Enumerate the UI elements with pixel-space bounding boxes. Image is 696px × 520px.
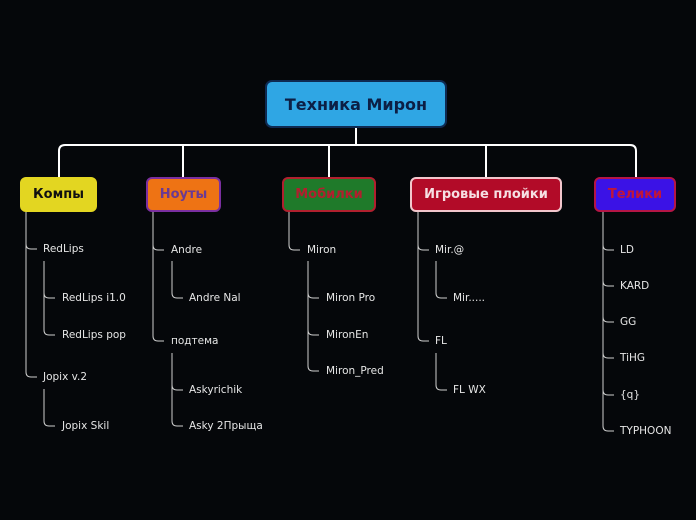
branch-kompy [25,212,37,378]
branch-mir-at [417,244,429,251]
subtopic-redlips-i1[interactable]: RedLips i1.0 [62,292,126,304]
branch-andre [152,244,164,251]
branch-fl-children [435,353,447,391]
topic-tihg[interactable]: TiHG [620,352,646,364]
branch-miron-children [307,261,319,372]
branch-teliki-3 [602,352,614,359]
branch-teliki-0 [602,244,614,251]
subtopic-jopix-skil[interactable]: Jopix Skil [62,420,110,432]
category-bus-connector [58,144,637,177]
topic-redlips[interactable]: RedLips [43,243,84,255]
subtopic-andre-nal[interactable]: Andre Nal [189,292,241,304]
topic-miron[interactable]: Miron [307,244,337,256]
root-topic[interactable]: Техника Мирон [265,80,447,128]
subtopic-mironen[interactable]: MironEn [326,329,369,341]
branch-teliki-2 [602,316,614,323]
topic-mir-at[interactable]: Mir.@ [435,244,465,256]
topic-gg[interactable]: GG [620,316,637,328]
branch-mobilki [288,212,300,251]
branch-podtema-children [171,353,183,427]
subtopic-redlips-pop[interactable]: RedLips pop [62,329,126,341]
subtopic-miron-pred[interactable]: Miron_Pred [326,365,384,377]
topic-jopix-v2[interactable]: Jopix v.2 [43,371,88,383]
subtopic-asky-2pryscha[interactable]: Asky 2Прыща [189,420,263,432]
subtopic-mir-dots[interactable]: Mir..... [453,292,486,304]
topic-q[interactable]: {q} [620,389,641,401]
topic-podtema[interactable]: подтема [171,335,219,347]
branch-nouty [152,212,164,342]
branch-mir-children [435,261,447,299]
branch-redlips-children [43,261,55,336]
category-teliki[interactable]: Телики [594,177,676,212]
subtopic-fl-wx[interactable]: FL WX [453,384,486,396]
branch-teliki [602,212,614,432]
subtopic-miron-pro[interactable]: Miron Pro [326,292,376,304]
branch-mironen [307,329,319,336]
branch-askyrichik [171,384,183,391]
branch-jopix-children [43,389,55,427]
branch-miron-pro [307,292,319,299]
category-nouty[interactable]: Ноуты [146,177,221,212]
branch-andre-children [171,261,183,299]
category-igrovye-ploiki[interactable]: Игровые плойки [410,177,562,212]
topic-ld[interactable]: LD [620,244,634,256]
branch-teliki-1 [602,280,614,287]
topic-andre[interactable]: Andre [171,244,203,256]
topic-kard[interactable]: KARD [620,280,650,292]
category-mobilki[interactable]: Мобилки [282,177,376,212]
category-kompy[interactable]: Компы [20,177,97,212]
branch-igrovye [417,212,429,342]
subtopic-askyrichik[interactable]: Askyrichik [189,384,243,396]
branch-redlips [25,243,37,250]
topic-typhoon[interactable]: TYPHOON [620,425,672,437]
branch-teliki-4 [602,389,614,396]
topic-fl[interactable]: FL [435,335,447,347]
branch-redlips-i1 [43,292,55,299]
